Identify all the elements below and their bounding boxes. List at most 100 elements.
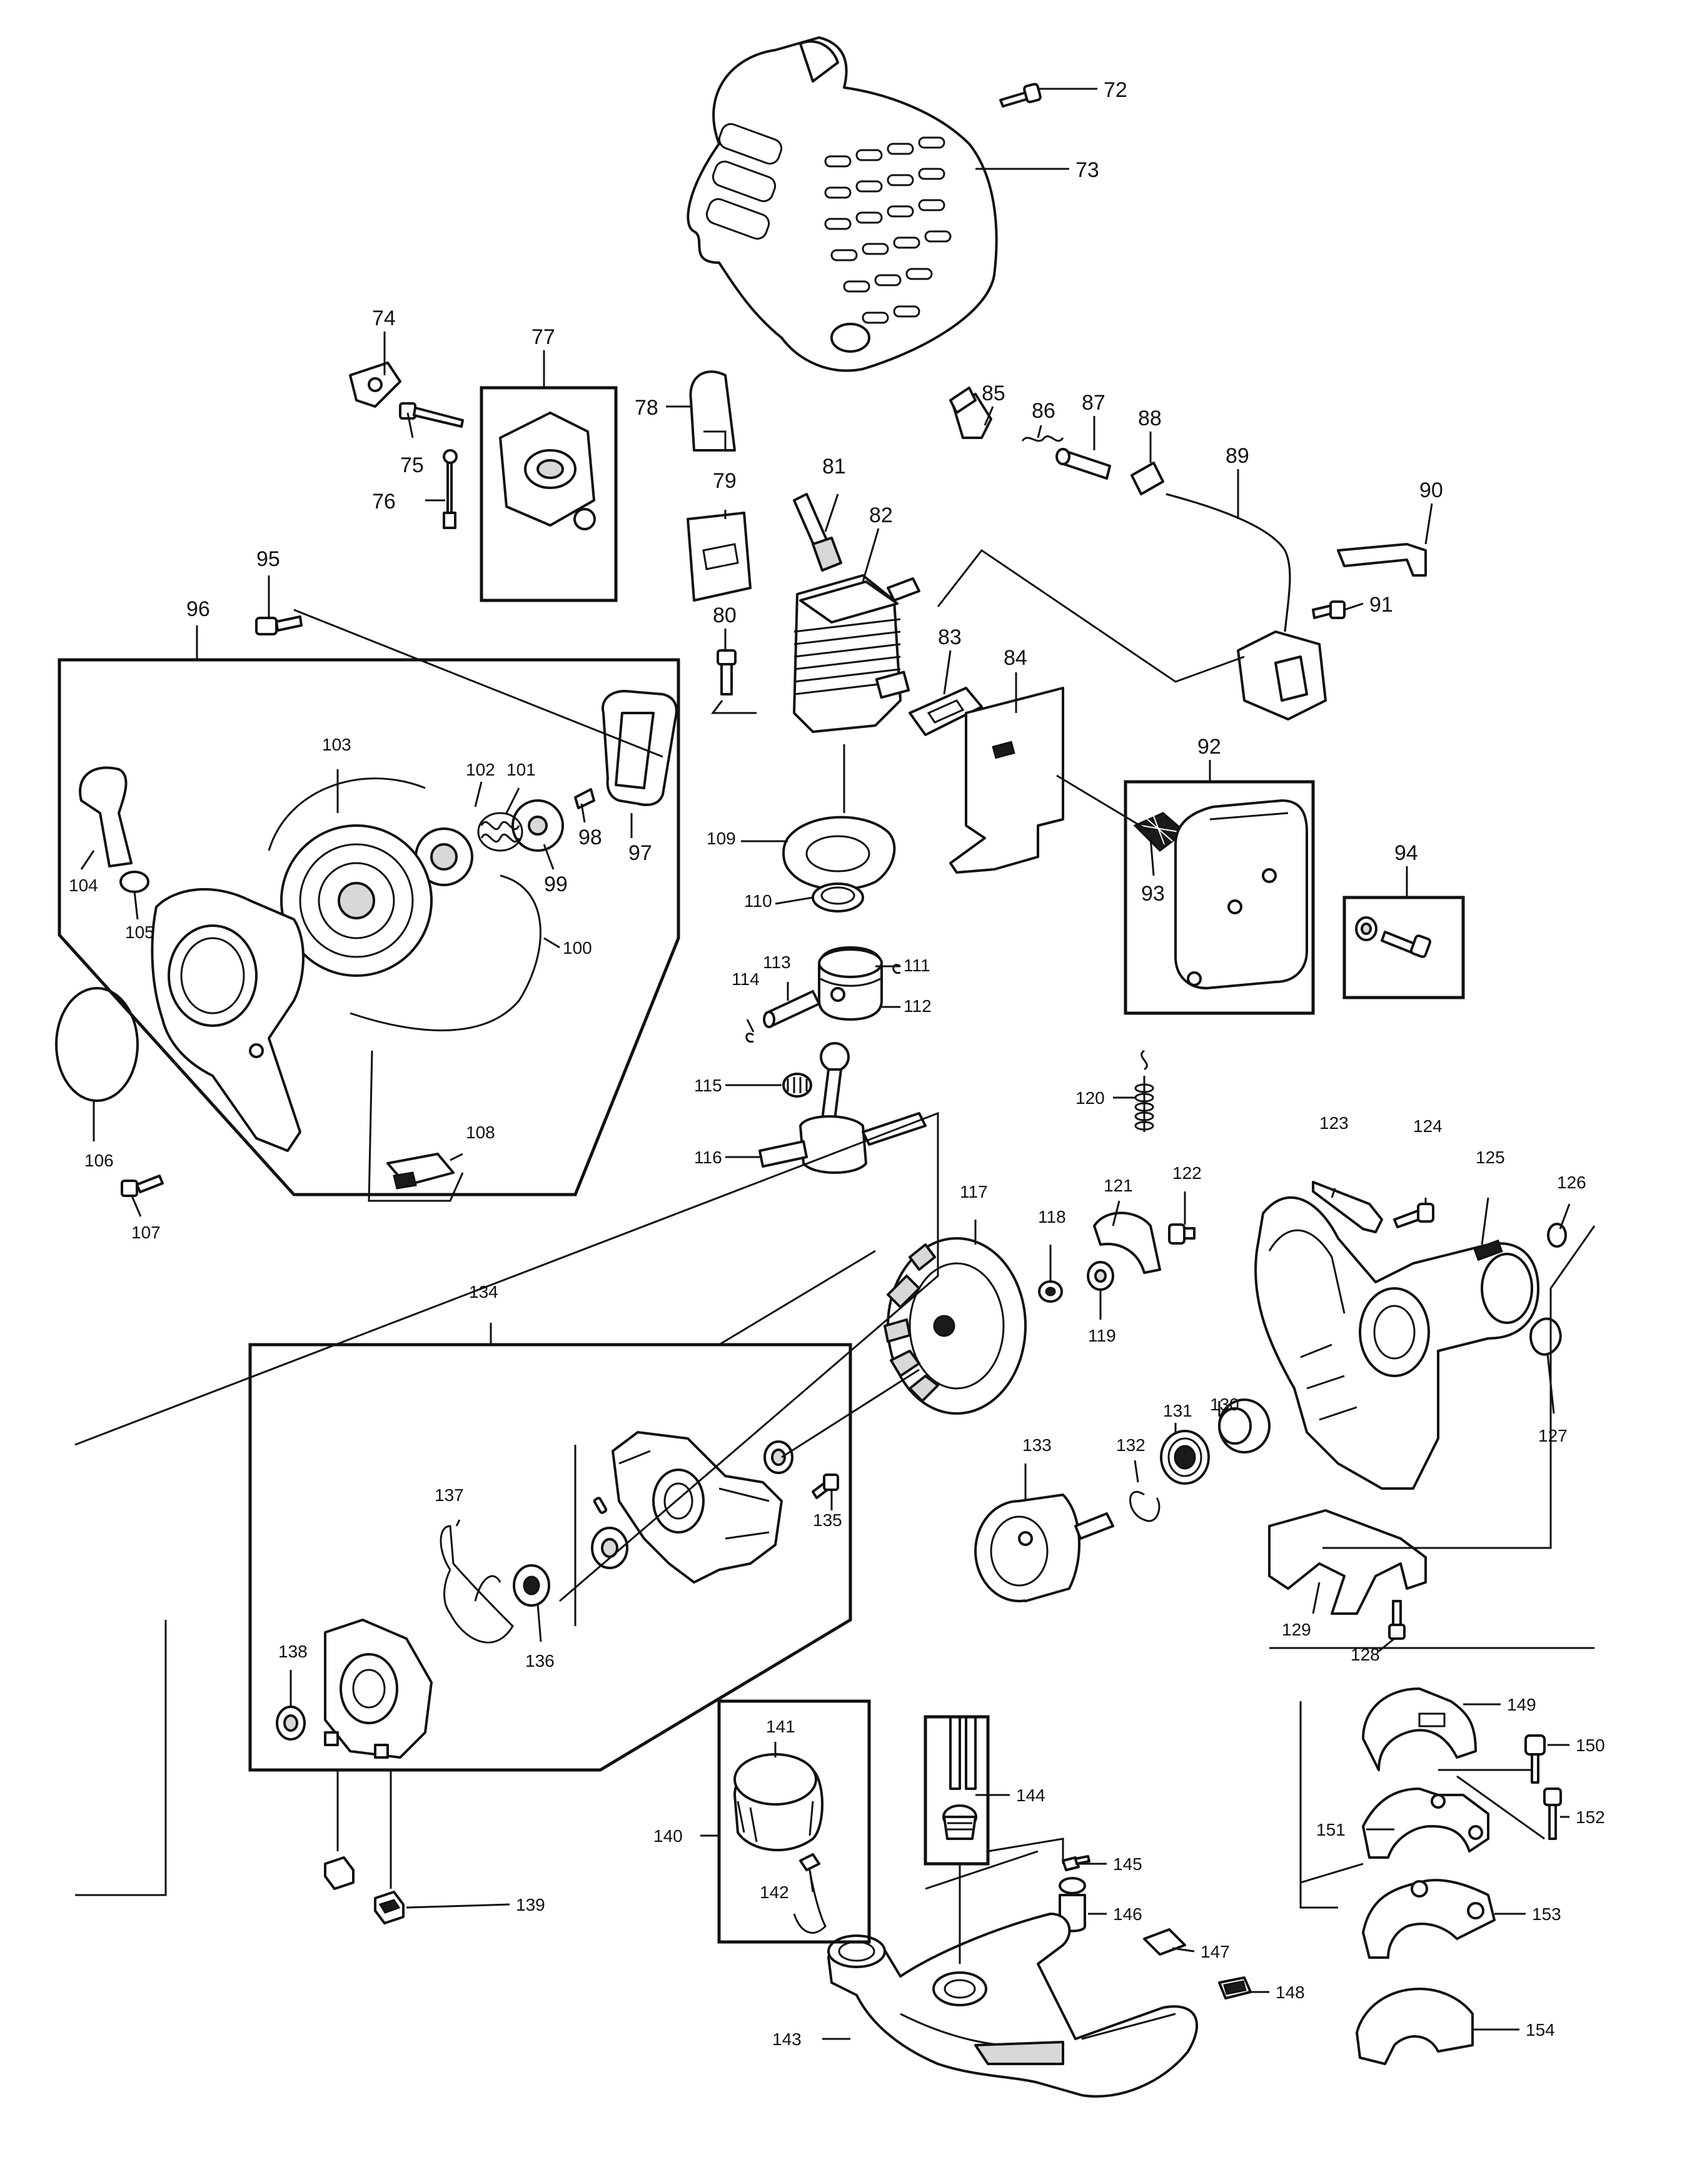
clutch-housing-125: [1254, 1196, 1539, 1490]
box-77: [480, 386, 618, 602]
box-96: [58, 658, 680, 1196]
block-139: [324, 1856, 405, 1924]
ring-110: [812, 882, 864, 913]
label-87: 87: [1082, 391, 1105, 415]
part-labels: 72 73 74 75 76 77 78 79 80 81 82 83 84 8…: [69, 78, 1605, 2049]
box-92: [1124, 780, 1315, 1015]
label-146: 146: [1113, 1904, 1142, 1924]
gasket-147: [1143, 1928, 1186, 1956]
ignition-coil: [1237, 630, 1327, 720]
label-137: 137: [435, 1485, 464, 1505]
label-97: 97: [628, 841, 652, 865]
gasket-109: [782, 816, 896, 891]
label-96: 96: [186, 597, 210, 621]
label-150: 150: [1576, 1736, 1605, 1755]
clamp-154: [1356, 1988, 1474, 2065]
washer-119: [1087, 1261, 1114, 1291]
bearing-131: [1160, 1430, 1210, 1485]
cap-127: [1529, 1317, 1562, 1356]
crankshaft-116: [758, 1042, 927, 1174]
label-140: 140: [653, 1826, 683, 1846]
clamp-153: [1362, 1879, 1496, 1959]
label-138: 138: [278, 1642, 308, 1661]
pin-113: [763, 990, 820, 1028]
box-134: [248, 1343, 852, 1772]
label-130: 130: [1210, 1395, 1239, 1414]
label-99: 99: [544, 872, 568, 896]
label-125: 125: [1476, 1148, 1505, 1167]
fuel-tank-143: [827, 1913, 1199, 2098]
bolt-75: [399, 402, 464, 428]
label-135: 135: [813, 1510, 842, 1530]
bolt-150: [1524, 1734, 1546, 1784]
label-117: 117: [960, 1182, 988, 1201]
label-111: 111: [904, 956, 930, 975]
engine-cover: [687, 36, 998, 372]
seal-138: [276, 1706, 306, 1741]
grommet-105: [119, 871, 149, 893]
cylinder-82: [793, 574, 920, 733]
label-82: 82: [869, 503, 893, 527]
plug-cap-85: [949, 387, 992, 439]
tube-87: [1055, 448, 1111, 480]
label-102: 102: [466, 760, 495, 779]
label-118: 118: [1038, 1207, 1066, 1226]
gasket-137: [440, 1525, 514, 1644]
label-151: 151: [1316, 1820, 1346, 1839]
label-108: 108: [466, 1123, 495, 1142]
bearing-130: [1218, 1398, 1271, 1453]
label-132: 132: [1116, 1435, 1146, 1455]
label-106: 106: [84, 1151, 114, 1170]
label-73: 73: [1075, 158, 1099, 182]
label-79: 79: [713, 469, 737, 493]
label-136: 136: [525, 1651, 555, 1671]
label-90: 90: [1419, 478, 1443, 502]
label-133: 133: [1022, 1435, 1052, 1455]
rod-76: [443, 449, 458, 529]
label-139: 139: [516, 1895, 545, 1914]
bolt-152: [1543, 1787, 1562, 1840]
wire-90: [1337, 543, 1427, 577]
label-128: 128: [1351, 1645, 1380, 1664]
nut-118: [1038, 1280, 1063, 1303]
label-84: 84: [1004, 646, 1027, 670]
box-96-tail: [368, 1050, 464, 1202]
label-144: 144: [1016, 1786, 1045, 1805]
label-127: 127: [1538, 1426, 1568, 1445]
spring-86: [1021, 435, 1064, 442]
bolt-91: [1312, 600, 1346, 619]
label-131: 131: [1163, 1401, 1192, 1420]
screw-135: [812, 1474, 839, 1499]
bolt-80: [717, 649, 737, 695]
label-78: 78: [635, 396, 658, 420]
label-88: 88: [1138, 407, 1162, 430]
cover-106: [55, 987, 139, 1102]
clip-108: [386, 1153, 455, 1190]
screw-128: [1388, 1600, 1406, 1640]
bolt-95: [255, 615, 303, 635]
spark-plug-81: [793, 493, 842, 572]
shoe-121: [1093, 1211, 1161, 1274]
label-114: 114: [732, 969, 760, 989]
bearing-crankcase: [591, 1497, 628, 1569]
label-134: 134: [469, 1282, 498, 1302]
grommet-88: [1131, 462, 1164, 495]
drum-133: [974, 1494, 1114, 1602]
bearing-136: [513, 1564, 550, 1607]
label-149: 149: [1507, 1695, 1536, 1714]
label-107: 107: [131, 1223, 161, 1242]
label-100: 100: [563, 938, 592, 958]
clip-114: [745, 1033, 754, 1043]
label-89: 89: [1226, 444, 1249, 468]
label-143: 143: [772, 2030, 802, 2049]
box-94: [1342, 896, 1465, 999]
plate-123: [1312, 1181, 1383, 1233]
gasket-83: [909, 687, 983, 736]
label-105: 105: [125, 923, 154, 942]
handle-104: [79, 766, 133, 867]
label-104: 104: [69, 876, 98, 895]
label-109: 109: [707, 829, 736, 848]
gasket-79: [687, 512, 752, 602]
piston-112: [818, 946, 883, 1021]
